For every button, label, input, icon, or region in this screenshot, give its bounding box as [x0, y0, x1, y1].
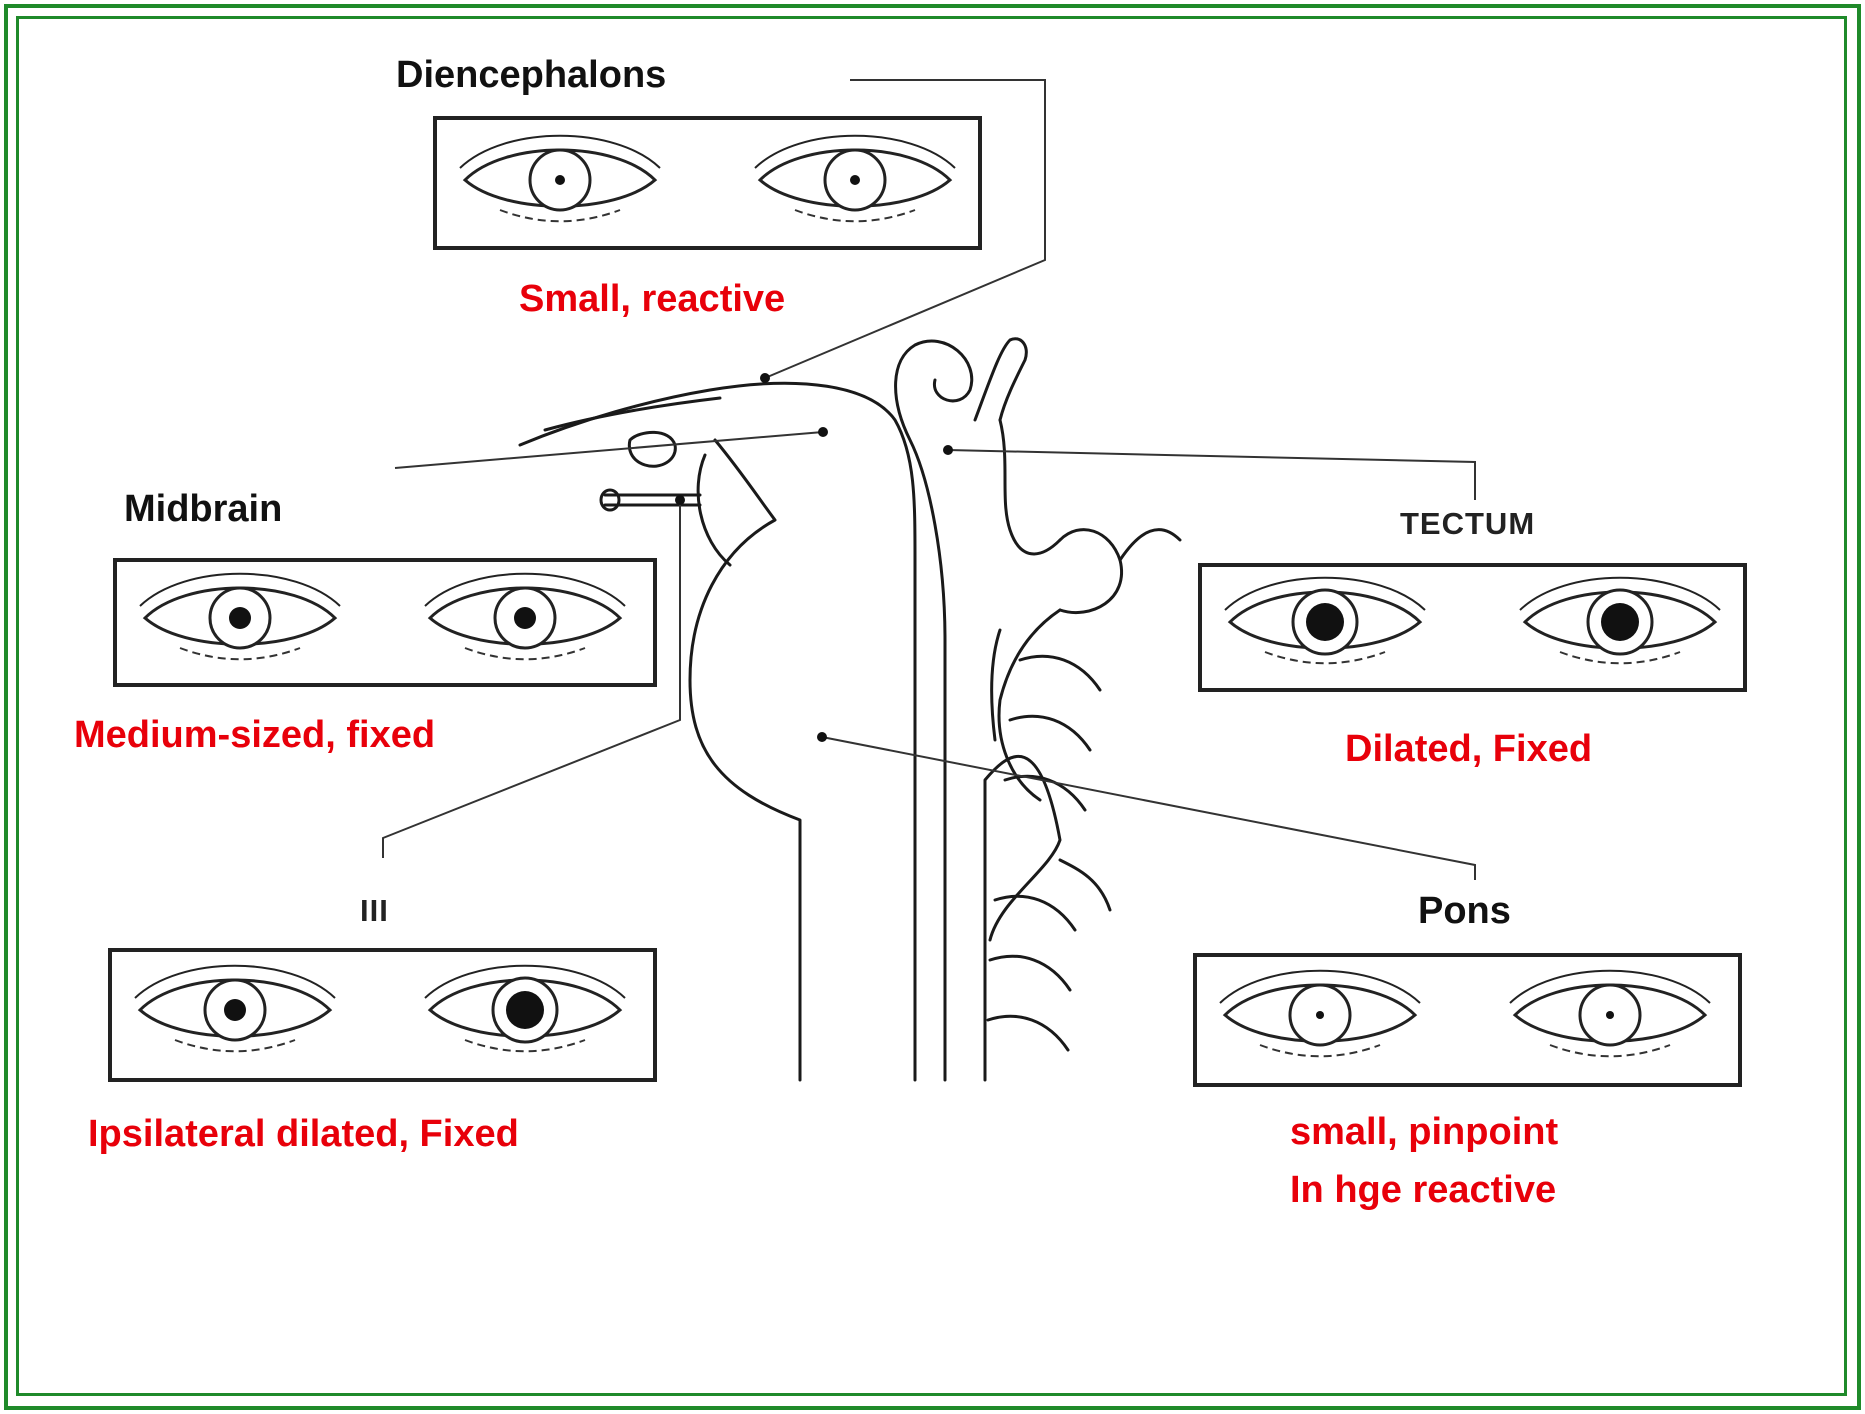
eye-box-third-nerve — [110, 950, 655, 1080]
finding-diencephalon: Small, reactive — [519, 280, 785, 318]
heading-midbrain: Midbrain — [124, 490, 282, 528]
eye-box-pons — [1195, 955, 1740, 1085]
finding-pons: small, pinpoint In hge reactive — [1290, 1103, 1558, 1219]
finding-midbrain: Medium-sized, fixed — [74, 716, 435, 754]
eye-box-diencephalon — [435, 118, 980, 248]
heading-diencephalon: Diencephalons — [396, 56, 666, 94]
heading-third-nerve: III — [360, 895, 389, 926]
finding-third-nerve: Ipsilateral dilated, Fixed — [88, 1115, 519, 1153]
heading-pons: Pons — [1418, 892, 1511, 930]
finding-tectum: Dilated, Fixed — [1345, 730, 1592, 768]
eye-box-tectum — [1200, 565, 1745, 690]
eye-box-midbrain — [115, 560, 655, 685]
heading-tectum: TECTUM — [1400, 508, 1535, 539]
